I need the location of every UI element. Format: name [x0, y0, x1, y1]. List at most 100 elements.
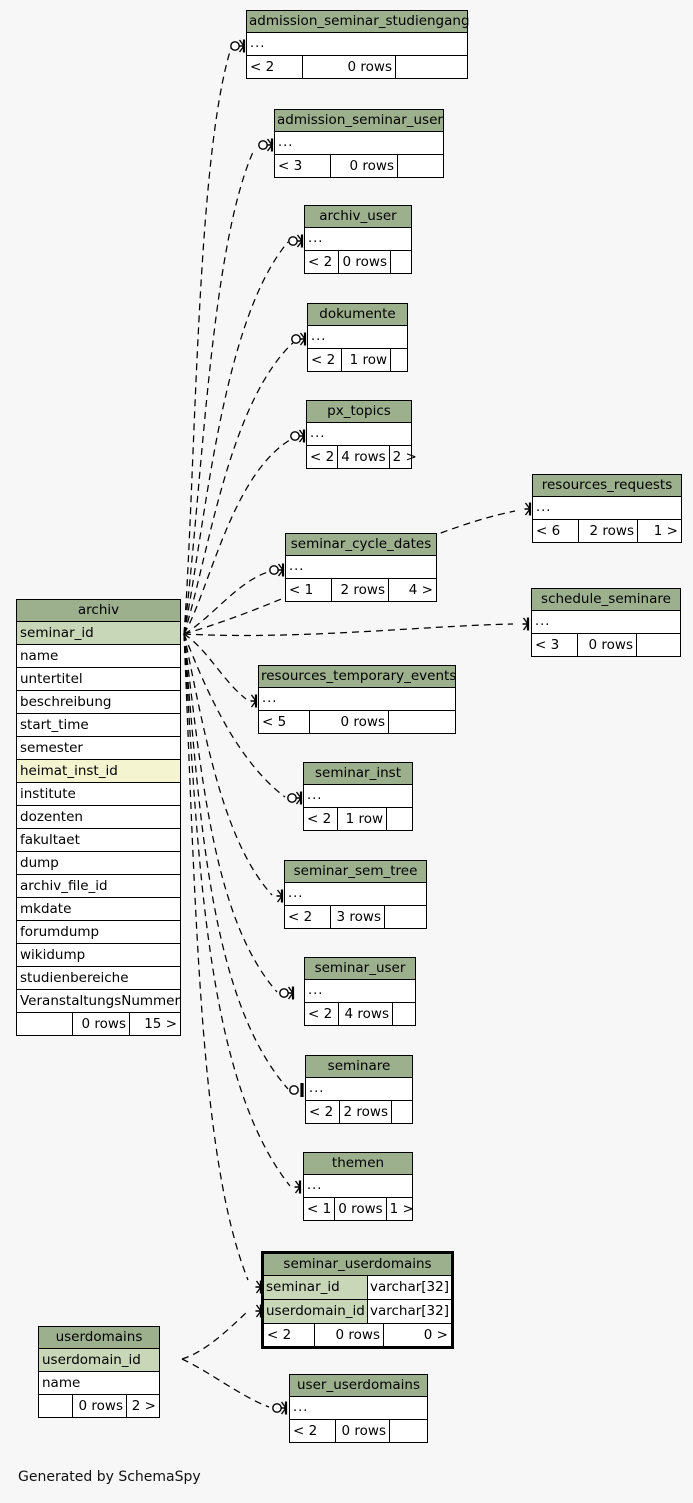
table-footer: < 2 4 rows — [305, 1003, 415, 1025]
footer-children — [385, 906, 426, 928]
footer-parents: < 2 — [293, 1423, 318, 1439]
generated-by-credit: Generated by SchemaSpy — [18, 1469, 201, 1485]
footer-children: 4 > — [408, 582, 433, 598]
table-seminar-userdomains-title: seminar_userdomains — [264, 1254, 451, 1276]
collapsed-columns-ellipsis: ... — [305, 980, 415, 1003]
table-userdomains-title: userdomains — [39, 1327, 159, 1349]
column-dump[interactable]: dump — [17, 852, 180, 875]
table-footer: < 2 4 rows 2 > — [307, 446, 417, 468]
footer-children — [391, 251, 411, 273]
footer-children — [392, 1101, 412, 1123]
column-row-seminar-id[interactable]: seminar_id varchar[32] — [264, 1276, 451, 1300]
table-title: seminare — [306, 1056, 412, 1078]
column-userdomain-id[interactable]: userdomain_id — [39, 1349, 159, 1372]
column-dozenten[interactable]: dozenten — [17, 806, 180, 829]
collapsed-columns-ellipsis: ... — [304, 1175, 412, 1198]
footer-children: 1 > — [389, 1201, 414, 1217]
column-heimat-inst-id[interactable]: heimat_inst_id — [17, 760, 180, 783]
footer-rows: 3 rows — [330, 906, 385, 928]
table-seminar-user[interactable]: seminar_user ... < 2 4 rows — [304, 957, 416, 1026]
column-institute[interactable]: institute — [17, 783, 180, 806]
table-title: archiv_user — [305, 206, 411, 228]
footer-children: 15 > — [144, 1016, 177, 1032]
table-title: resources_requests — [533, 475, 681, 497]
collapsed-columns-ellipsis: ... — [308, 326, 407, 349]
table-schedule-seminare[interactable]: schedule_seminare ... < 3 0 rows — [531, 588, 681, 657]
column-mkdate[interactable]: mkdate — [17, 898, 180, 921]
footer-children: 2 > — [131, 1398, 156, 1414]
column-name[interactable]: name — [17, 645, 180, 668]
collapsed-columns-ellipsis: ... — [304, 785, 412, 808]
footer-children — [391, 349, 407, 371]
column-veranstaltungsnummer[interactable]: VeranstaltungsNummer — [17, 990, 180, 1013]
table-archiv-user[interactable]: archiv_user ... < 2 0 rows — [304, 205, 412, 274]
footer-parents: < 3 — [278, 158, 303, 174]
column-untertitel[interactable]: untertitel — [17, 668, 180, 691]
collapsed-columns-ellipsis: ... — [533, 497, 681, 520]
table-title: themen — [304, 1153, 412, 1175]
table-userdomains-footer: 0 rows 2 > — [39, 1395, 159, 1417]
table-admission-seminar-user[interactable]: admission_seminar_user ... < 3 0 rows — [274, 109, 444, 178]
column-userdomain-id: userdomain_id — [264, 1300, 367, 1323]
footer-parents: < 6 — [536, 523, 561, 539]
table-archiv[interactable]: archiv seminar_id name untertitel beschr… — [16, 599, 181, 1036]
column-forumdump[interactable]: forumdump — [17, 921, 180, 944]
table-px-topics[interactable]: px_topics ... < 2 4 rows 2 > — [306, 400, 417, 469]
footer-children — [387, 808, 412, 830]
footer-rows: 4 rows — [337, 446, 390, 468]
table-title: seminar_user — [305, 958, 415, 980]
column-studienbereiche[interactable]: studienbereiche — [17, 967, 180, 990]
column-wikidump[interactable]: wikidump — [17, 944, 180, 967]
column-archiv-file-id[interactable]: archiv_file_id — [17, 875, 180, 898]
collapsed-columns-ellipsis: ... — [286, 556, 436, 579]
column-row-userdomain-id[interactable]: userdomain_id varchar[32] — [264, 1300, 451, 1324]
table-themen[interactable]: themen ... < 1 0 rows 1 > — [303, 1152, 414, 1221]
table-admission-seminar-studiengang[interactable]: admission_seminar_studiengang ... < 2 0 … — [246, 10, 470, 79]
table-seminar-sem-tree[interactable]: seminar_sem_tree ... < 2 3 rows — [284, 860, 427, 929]
column-semester[interactable]: semester — [17, 737, 180, 760]
column-start-time[interactable]: start_time — [17, 714, 180, 737]
collapsed-columns-ellipsis: ... — [306, 1078, 412, 1101]
column-fakultaet[interactable]: fakultaet — [17, 829, 180, 852]
collapsed-columns-ellipsis: ... — [259, 688, 455, 711]
table-footer: < 2 1 row — [308, 349, 407, 371]
column-seminar-id[interactable]: seminar_id — [17, 622, 180, 645]
footer-rows: 2 rows — [339, 1101, 392, 1123]
collapsed-columns-ellipsis: ... — [285, 883, 426, 906]
footer-rows: 1 row — [337, 808, 387, 830]
footer-rows: 0 rows — [334, 1198, 387, 1220]
column-beschreibung[interactable]: beschreibung — [17, 691, 180, 714]
footer-rows: 0 rows — [314, 1324, 384, 1346]
table-footer: < 2 2 rows — [306, 1101, 412, 1123]
table-title: admission_seminar_user — [275, 110, 443, 132]
footer-rows: 0 rows — [338, 251, 391, 273]
footer-children — [393, 1003, 415, 1025]
table-resources-temporary-events[interactable]: resources_temporary_events ... < 5 0 row… — [258, 665, 456, 734]
column-name[interactable]: name — [39, 1372, 159, 1395]
table-user-userdomains[interactable]: user_userdomains ... < 2 0 rows — [289, 1374, 428, 1443]
table-footer: < 1 2 rows 4 > — [286, 579, 436, 601]
table-footer: < 1 0 rows 1 > — [304, 1198, 414, 1220]
table-dokumente[interactable]: dokumente ... < 2 1 row — [307, 303, 408, 372]
footer-parents: < 1 — [289, 582, 314, 598]
footer-parents: < 2 — [308, 1006, 333, 1022]
footer-rows: 0 rows — [335, 1420, 390, 1442]
table-archiv-footer: 0 rows 15 > — [17, 1013, 180, 1035]
table-seminare[interactable]: seminare ... < 2 2 rows — [305, 1055, 413, 1124]
footer-parents: < 2 — [267, 1327, 292, 1343]
footer-children — [389, 711, 455, 733]
footer-children: 0 > — [423, 1327, 448, 1343]
collapsed-columns-ellipsis: ... — [305, 228, 411, 251]
table-resources-requests[interactable]: resources_requests ... < 6 2 rows 1 > — [532, 474, 682, 543]
table-userdomains[interactable]: userdomains userdomain_id name 0 rows 2 … — [38, 1326, 160, 1418]
footer-parents: < 3 — [535, 637, 560, 653]
table-seminar-userdomains[interactable]: seminar_userdomains seminar_id varchar[3… — [261, 1251, 454, 1349]
footer-rows: 1 row — [341, 349, 391, 371]
collapsed-columns-ellipsis: ... — [307, 423, 411, 446]
table-footer: < 6 2 rows 1 > — [533, 520, 681, 542]
footer-children: 2 > — [392, 449, 417, 465]
table-seminar-inst[interactable]: seminar_inst ... < 2 1 row — [303, 762, 413, 831]
footer-parents: < 2 — [311, 352, 336, 368]
table-seminar-cycle-dates[interactable]: seminar_cycle_dates ... < 1 2 rows 4 > — [285, 533, 437, 602]
table-title: seminar_inst — [304, 763, 412, 785]
